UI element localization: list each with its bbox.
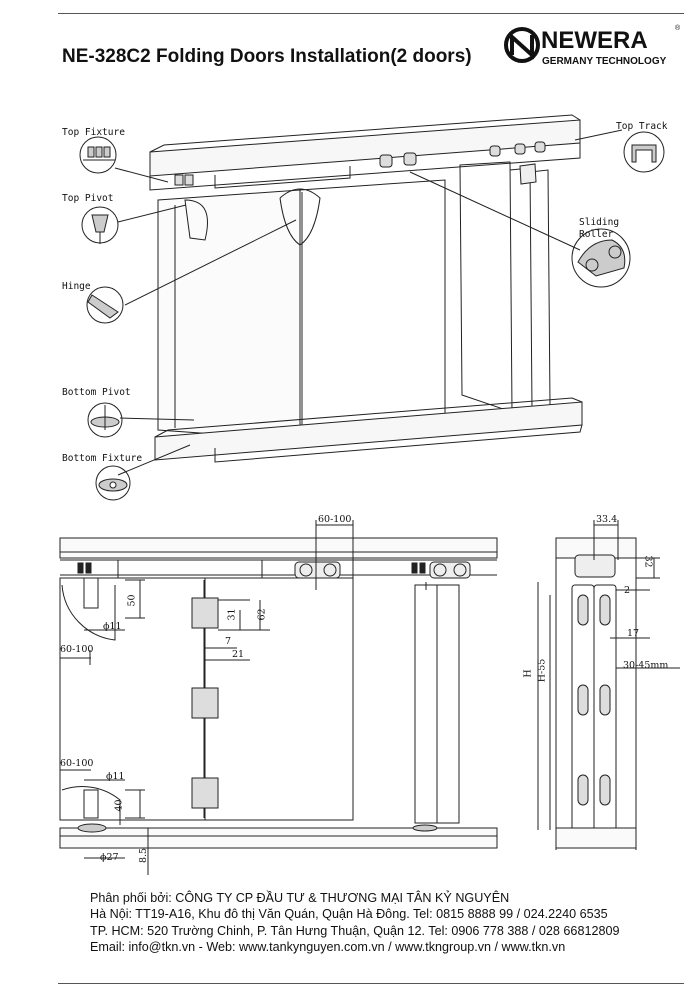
dim-60-100-left: 60-100 — [60, 644, 94, 655]
logo-tagline: GERMANY TECHNOLOGY — [542, 56, 667, 67]
dim-phi11-top: ϕ11 — [103, 621, 122, 632]
footer-line-1: Phân phối bởi: CÔNG TY CP ĐẦU TƯ & THƯƠN… — [90, 891, 510, 905]
footer-line-3: TP. HCM: 520 Trường Chinh, P. Tân Hưng T… — [90, 923, 620, 938]
dim-2: 2 — [624, 585, 631, 596]
newera-emblem-icon — [504, 27, 540, 63]
footer-line-4: Email: info@tkn.vn - Web: www.tankynguye… — [90, 939, 566, 954]
dim-32: 32 — [642, 555, 654, 568]
dim-33-4: 33.4 — [596, 514, 618, 525]
footer-line-2: Hà Nội: TT19-A16, Khu đô thị Văn Quán, Q… — [90, 907, 608, 922]
label-top-fixture: Top Fixture — [62, 127, 125, 138]
dim-31: 31 — [226, 608, 238, 621]
dim-60-100-bottom: 60-100 — [60, 758, 94, 769]
dim-30-45: 30-45mm — [623, 660, 669, 671]
label-bottom-fixture: Bottom Fixture — [62, 453, 143, 464]
label-sliding: Sliding — [579, 217, 620, 228]
dim-7: 7 — [225, 636, 232, 647]
dim-40: 40 — [113, 799, 125, 812]
dim-8-5: 8.5 — [138, 847, 150, 864]
dim-H: H — [522, 669, 534, 678]
dim-phi27: ϕ27 — [100, 852, 119, 863]
label-roller: Roller — [579, 229, 614, 240]
page-title: NE-328C2 Folding Doors Installation(2 do… — [62, 46, 472, 67]
dim-H-55: H-55 — [536, 658, 548, 683]
dim-62: 62 — [256, 608, 268, 621]
label-top-track: Top Track — [616, 121, 668, 132]
distributor-info: Phân phối bởi: CÔNG TY CP ĐẦU TƯ & THƯƠN… — [90, 890, 619, 955]
frame-bottom-line — [58, 983, 684, 984]
logo-registered-mark: ® — [675, 25, 681, 32]
label-hinge: Hinge — [62, 281, 91, 292]
dim-phi11-bottom: ϕ11 — [106, 771, 125, 782]
dim-17: 17 — [627, 628, 640, 639]
label-top-pivot: Top Pivot — [62, 193, 114, 204]
brand-logo: NEWERA ® GERMANY TECHNOLOGY — [503, 25, 683, 73]
dim-21: 21 — [232, 649, 245, 660]
dim-60-100-top: 60-100 — [318, 514, 352, 525]
frame-top-line — [58, 13, 684, 14]
dim-50: 50 — [126, 594, 138, 607]
logo-name: NEWERA — [541, 27, 648, 54]
label-bottom-pivot: Bottom Pivot — [62, 387, 131, 398]
